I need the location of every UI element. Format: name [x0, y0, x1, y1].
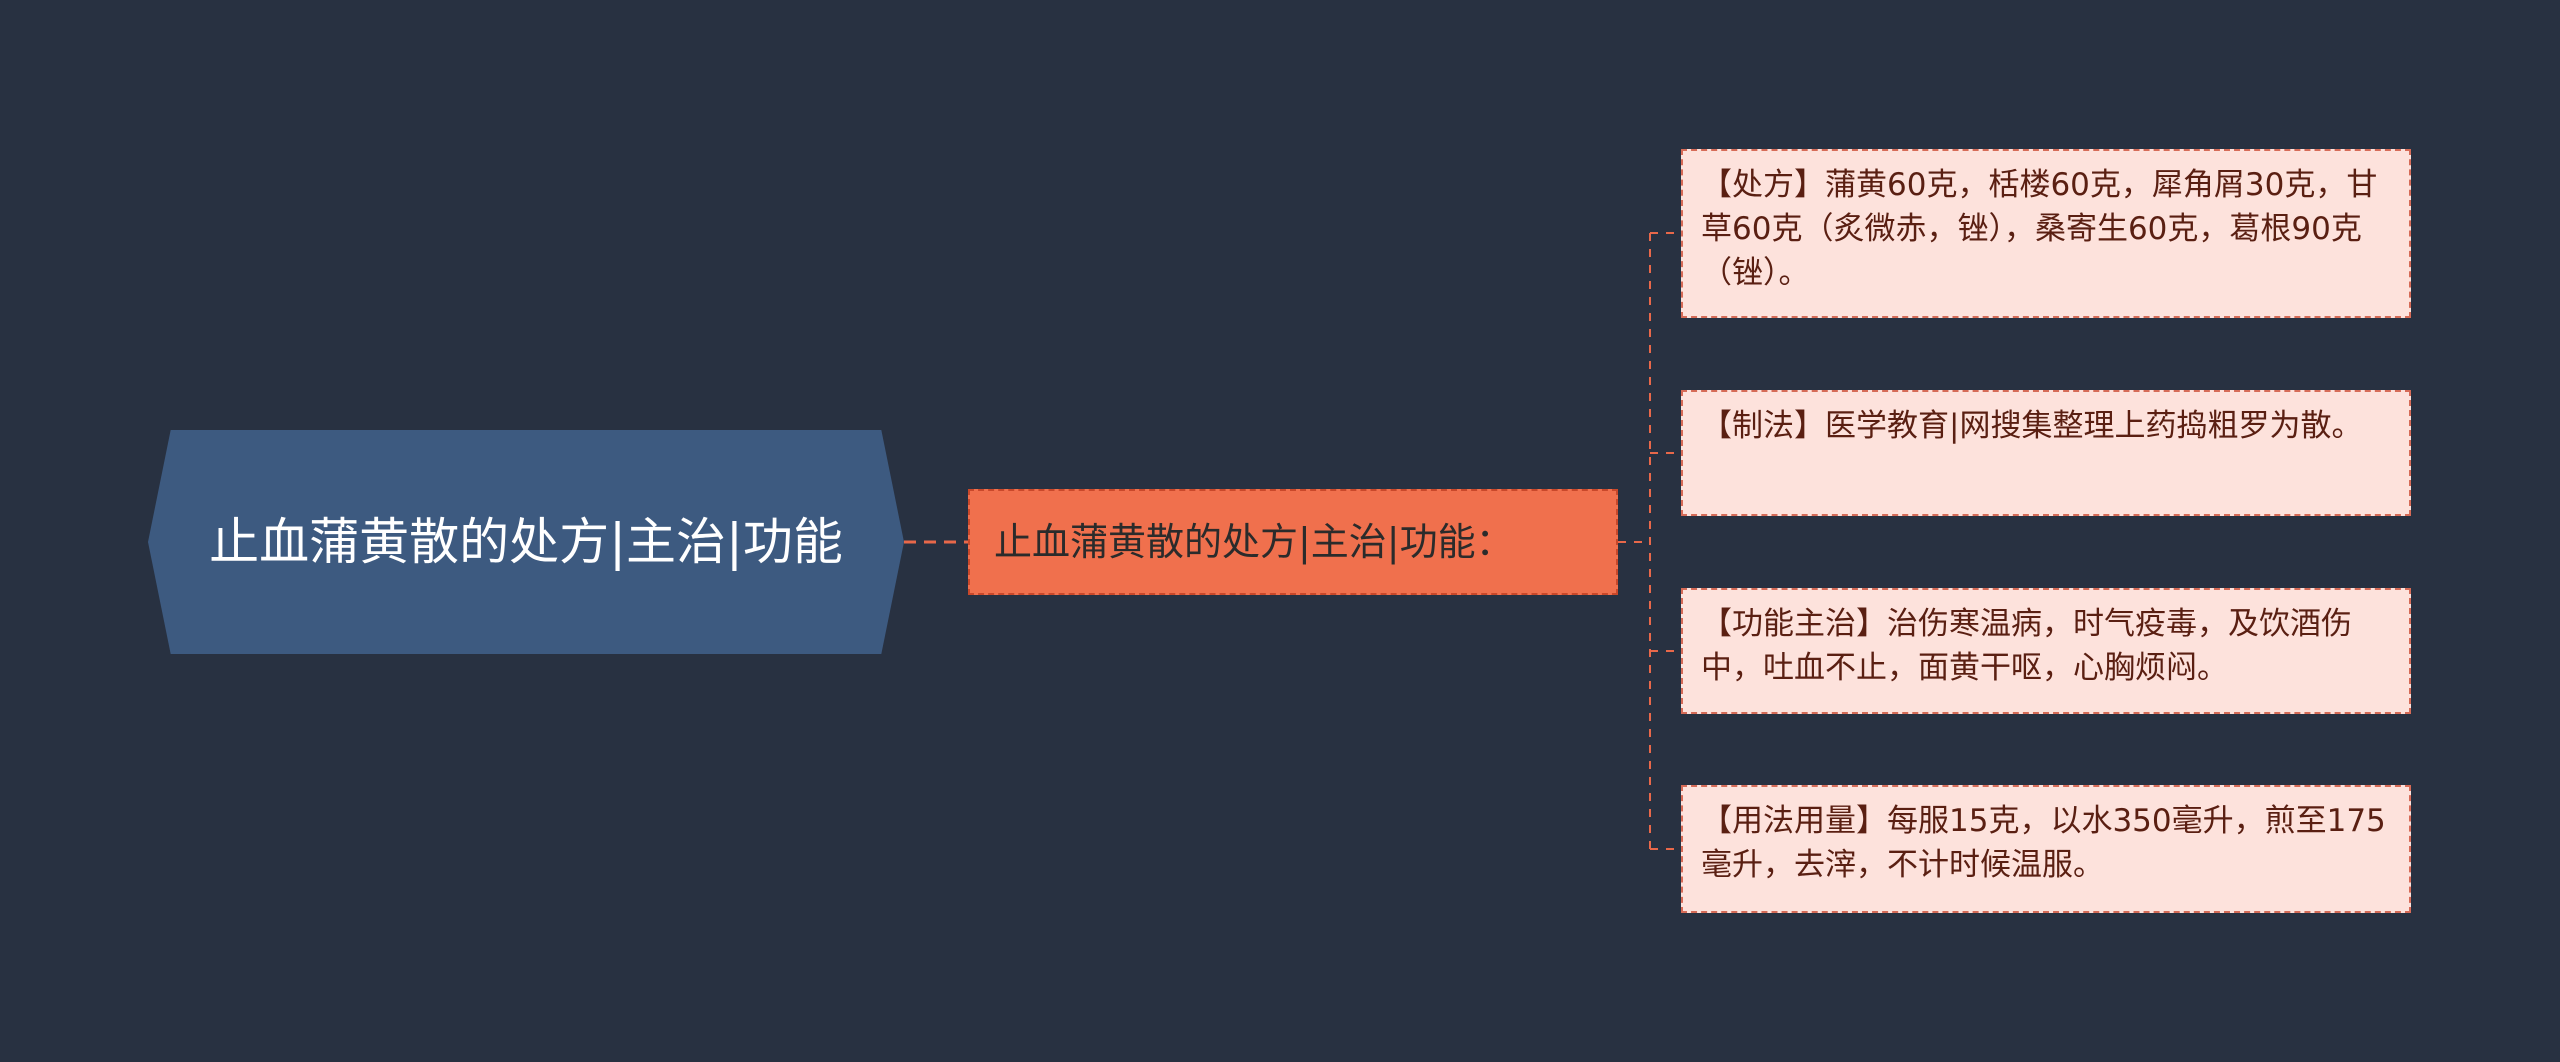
- leaf-text: 【用法用量】每服15克，以水350毫升，煎至175毫升，去滓，不计时候温服。: [1701, 803, 2386, 883]
- leaf-node-indications[interactable]: 【功能主治】治伤寒温病，时气疫毒，及饮酒伤中，吐血不止，面黄干呕，心胸烦闷。: [1681, 588, 2411, 714]
- leaf-text: 【功能主治】治伤寒温病，时气疫毒，及饮酒伤中，吐血不止，面黄干呕，心胸烦闷。: [1701, 606, 2352, 686]
- root-topic-label: 止血蒲黄散的处方|主治|功能: [209, 513, 843, 571]
- root-topic-node[interactable]: 止血蒲黄散的处方|主治|功能: [148, 430, 904, 654]
- leaf-node-preparation[interactable]: 【制法】医学教育|网搜集整理上药捣粗罗为散。: [1681, 390, 2411, 516]
- leaf-text: 【处方】蒲黄60克，栝楼60克，犀角屑30克，甘草60克（炙微赤，锉），桑寄生6…: [1701, 167, 2378, 291]
- branch-topic-label: 止血蒲黄散的处方|主治|功能：: [994, 520, 1514, 564]
- leaf-node-prescription[interactable]: 【处方】蒲黄60克，栝楼60克，犀角屑30克，甘草60克（炙微赤，锉），桑寄生6…: [1681, 149, 2411, 318]
- leaf-node-dosage[interactable]: 【用法用量】每服15克，以水350毫升，煎至175毫升，去滓，不计时候温服。: [1681, 785, 2411, 913]
- branch-topic-node[interactable]: 止血蒲黄散的处方|主治|功能：: [968, 489, 1618, 595]
- leaf-text: 【制法】医学教育|网搜集整理上药捣粗罗为散。: [1701, 408, 2363, 444]
